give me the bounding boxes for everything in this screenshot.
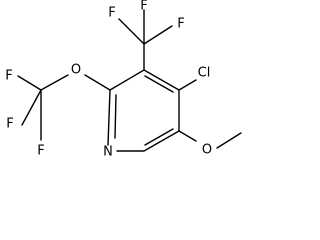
atom-f: F [37,144,44,159]
bond-o-ch3 [216,132,242,149]
bond-ring-c3-c4 [143,69,180,91]
bonds [17,9,242,152]
bond-double-n-c2-inner [114,94,117,139]
atom-f: F [108,6,115,21]
bond-ring-c2-c3 [109,69,145,91]
bond-ocf3-f-left [21,89,42,126]
bond-c2-o [84,74,111,91]
atom-o: O [202,143,212,158]
bond-ring-c5-c6 [143,130,180,152]
chemical-structure: F F F Cl N O O F F F [5,0,242,160]
atom-o: O [71,63,81,78]
bond-cf3-f-left [118,18,145,45]
atom-f: F [140,0,147,14]
atom-cl: Cl [198,66,211,81]
bond-ring-n-c2 [107,89,111,146]
bond-o-cf3 [40,74,69,91]
bond-double-c3-c4-inner [144,75,174,93]
atom-f: F [5,69,12,84]
bond-c4-cl [178,79,197,91]
bond-ocf3-f-top [17,75,42,91]
bond-double-c5-c6-inner [144,128,174,146]
bond-c5-o [178,130,197,142]
atom-f: F [177,17,184,32]
atom-f: F [6,117,13,132]
atom-n: N [103,145,113,160]
atom-labels: F F F Cl N O O F F F [5,0,212,160]
bond-cf3-f-right [143,25,173,45]
